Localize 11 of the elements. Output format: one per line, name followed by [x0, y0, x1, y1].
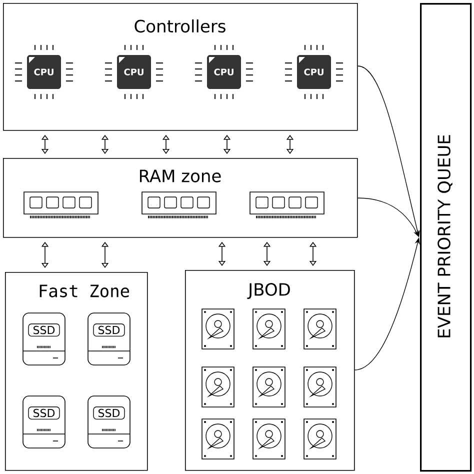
ssd-drive: SSD — [88, 396, 130, 448]
ssd-drive: SSD — [22, 396, 66, 448]
cpu-chip: CPU — [105, 45, 163, 99]
cpu-chip: CPU — [195, 45, 253, 99]
cpu-chip: CPU — [285, 45, 343, 99]
zone-box: RAM zone — [3, 158, 358, 238]
zone-box: EVENT PRIORITY QUEUE — [420, 3, 472, 472]
ssd-drive: SSD — [88, 312, 130, 366]
cpu-chip: CPU — [15, 45, 73, 99]
ssd-drive: SSD — [22, 312, 66, 366]
zone-box: JBOD — [185, 270, 355, 471]
